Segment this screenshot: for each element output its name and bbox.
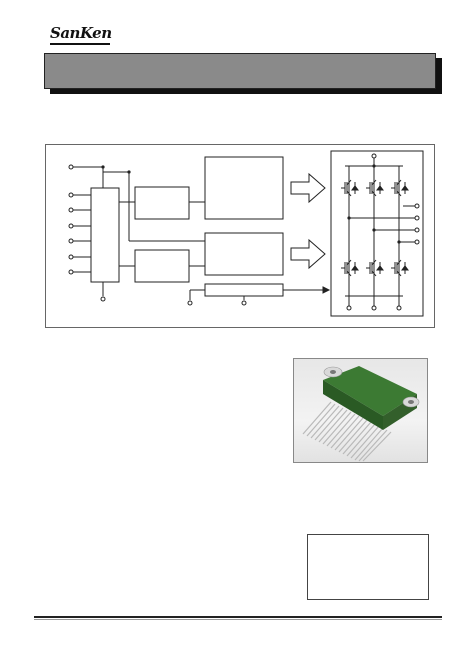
sanken-logo-icon: SanKen [50, 24, 112, 42]
sanken-logo: SanKen [50, 24, 112, 48]
igbt-transistor-icon [341, 179, 359, 197]
title-bar [44, 53, 436, 89]
input-terminals [68, 164, 74, 275]
control-ic-block [90, 187, 120, 283]
package-photo [302, 366, 420, 462]
igbt-transistor-icon [341, 259, 359, 277]
igbt-transistor-icon [366, 259, 384, 277]
igbt-transistor-icon [366, 179, 384, 197]
footer-rule-thin [34, 619, 442, 620]
hollow-right-arrow-icon [290, 172, 326, 204]
logo-underline [50, 43, 110, 45]
low-side-gate-driver-block [204, 232, 284, 276]
block-diagram-frame [45, 144, 435, 328]
block-diagram [68, 150, 424, 317]
package-body-top [323, 366, 417, 416]
package-body-front [323, 380, 383, 430]
igbt-transistor-icon [391, 259, 409, 277]
protection-block [204, 283, 284, 297]
high-side-gate-driver-block [204, 156, 284, 220]
hollow-right-arrow-icon [290, 238, 326, 270]
low-side-driver-block [134, 249, 190, 283]
info-box [307, 534, 429, 600]
power-stage-frame [330, 150, 424, 317]
high-side-driver-block [134, 186, 190, 220]
input-pins [71, 166, 103, 273]
igbt-transistor-icon [391, 179, 409, 197]
footer-rule [34, 616, 442, 618]
package-pins [302, 401, 392, 462]
